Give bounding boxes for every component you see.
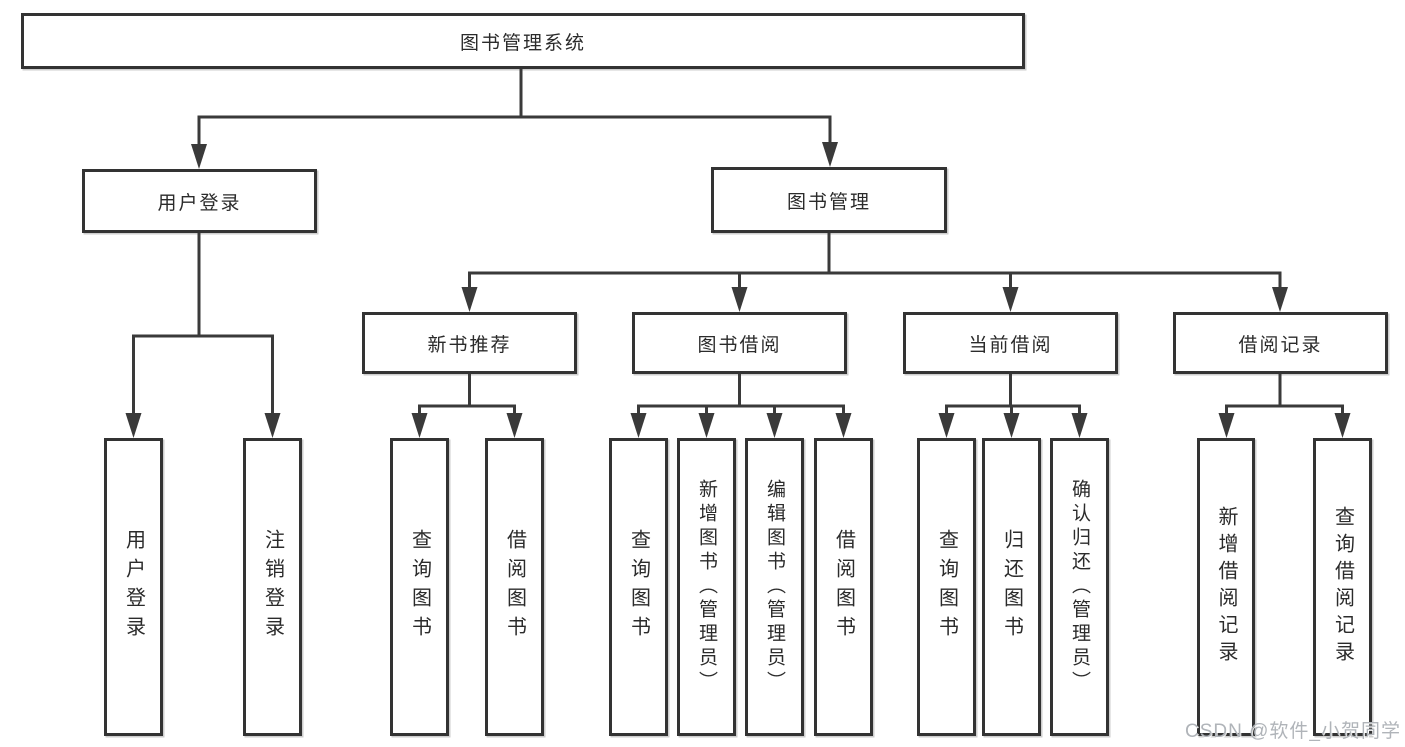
node-root-label: 图书管理系统 <box>459 32 586 54</box>
node-label: 归还图书 <box>1000 529 1023 645</box>
node-book-borrow: 图书借阅 <box>632 312 847 374</box>
node-edit-books-admin: 编辑图书（管理员） <box>745 438 804 736</box>
node-query-books-current: 查询图书 <box>917 438 976 736</box>
node-label: 用户登录 <box>122 529 145 645</box>
node-label: 当前借阅 <box>968 334 1053 356</box>
node-borrow-record: 借阅记录 <box>1173 312 1388 374</box>
node-user-login-leaf: 用户登录 <box>104 438 163 736</box>
node-add-borrow-record: 新增借阅记录 <box>1197 438 1255 736</box>
node-label: 查询图书 <box>627 529 650 645</box>
node-label: 借阅记录 <box>1238 334 1323 356</box>
node-label: 查询图书 <box>408 529 431 645</box>
node-return-books: 归还图书 <box>982 438 1041 736</box>
node-root-system: 图书管理系统 <box>21 13 1025 69</box>
node-label: 图书借阅 <box>697 334 782 356</box>
node-confirm-return-admin: 确认归还（管理员） <box>1050 438 1109 736</box>
node-book-management-branch: 图书管理 <box>711 167 947 233</box>
node-user-login-branch: 用户登录 <box>82 169 317 233</box>
node-new-book-recommend: 新书推荐 <box>362 312 577 374</box>
node-label: 新书推荐 <box>427 334 512 356</box>
node-label: 新增图书（管理员） <box>696 479 717 695</box>
node-label: 借阅图书 <box>832 529 855 645</box>
node-borrow-books: 借阅图书 <box>814 438 873 736</box>
node-label: 图书管理 <box>786 191 871 213</box>
node-query-books-recommend: 查询图书 <box>390 438 449 736</box>
node-label: 确认归还（管理员） <box>1069 479 1090 695</box>
node-label: 注销登录 <box>261 529 284 645</box>
node-query-borrow-record: 查询借阅记录 <box>1313 438 1372 736</box>
node-logout-leaf: 注销登录 <box>243 438 302 736</box>
node-label: 新增借阅记录 <box>1215 506 1237 668</box>
node-current-borrow: 当前借阅 <box>903 312 1118 374</box>
node-label: 用户登录 <box>157 192 242 214</box>
node-borrow-books-recommend: 借阅图书 <box>485 438 544 736</box>
node-query-books-borrow: 查询图书 <box>609 438 668 736</box>
node-label: 查询借阅记录 <box>1331 506 1354 668</box>
node-label: 借阅图书 <box>503 529 526 645</box>
node-label: 编辑图书（管理员） <box>764 479 785 695</box>
node-add-books-admin: 新增图书（管理员） <box>677 438 736 736</box>
node-label: 查询图书 <box>935 529 958 645</box>
